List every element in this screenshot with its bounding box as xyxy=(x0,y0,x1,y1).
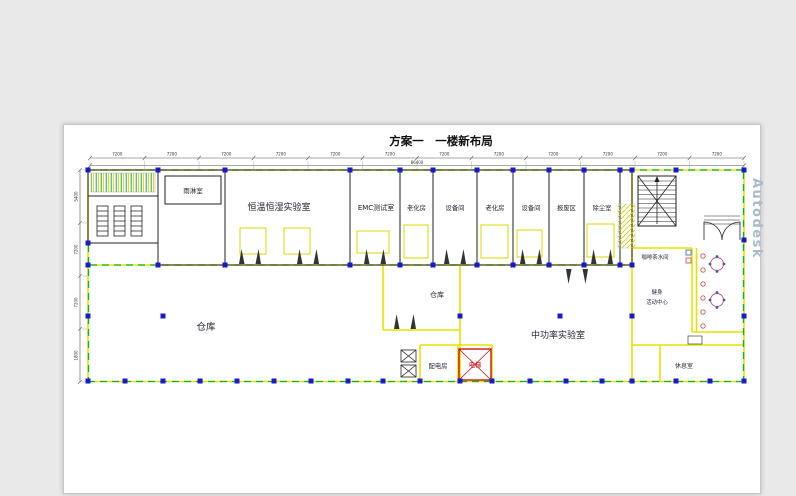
stair-symbol xyxy=(113,205,126,237)
room-label-equip-2: 设备间 xyxy=(522,203,541,212)
dim-value: 7200 xyxy=(712,151,723,156)
room-label-mid-power-lab: 中功率实验室 xyxy=(531,329,585,341)
room-label-warehouse-small: 仓库 xyxy=(430,290,444,299)
room-label-elevator: 电梯 xyxy=(469,360,482,369)
room-label-equip-1: 设备间 xyxy=(446,203,465,212)
black-walls xyxy=(87,169,741,266)
dimension-numbers: 7200 7200 7200 7200 7200 7200 7200 7200 … xyxy=(74,151,723,360)
stair-hatch-topleft xyxy=(90,172,156,193)
page-title: 方案一 一楼新布局 xyxy=(389,134,493,148)
room-label-coffee: 咖啡茶水间 xyxy=(642,253,669,261)
room-label-climate-lab: 恒温恒湿实验室 xyxy=(247,201,310,213)
autodesk-watermark: Autodesk xyxy=(749,178,764,259)
dim-value: 7200 xyxy=(385,151,396,156)
ramp-hatch-right xyxy=(617,203,636,249)
room-label-lounge: 休息室 xyxy=(675,362,693,370)
dim-value: 7200 xyxy=(330,151,341,156)
room-label-scrap: 报废区 xyxy=(557,203,576,212)
dim-value: 7200 xyxy=(167,151,178,156)
elevator-shaft xyxy=(458,348,492,381)
dim-value: 7200 xyxy=(548,151,559,156)
room-label-warehouse-main: 仓库 xyxy=(196,321,216,333)
room-label-aging-1: 老化房 xyxy=(407,203,426,212)
room-label-power-room: 配电房 xyxy=(429,361,448,370)
room-label-aging-2: 老化房 xyxy=(486,203,505,212)
room-label-rain: 雨淋室 xyxy=(183,186,203,195)
dimension-lines xyxy=(77,155,747,385)
stair-symbol xyxy=(130,205,143,237)
lab-equipment xyxy=(239,223,615,259)
door-symbols xyxy=(239,249,613,329)
dim-value: 7200 xyxy=(657,151,668,156)
room-label-fitness-line2: 活动中心 xyxy=(646,298,668,306)
dim-value: 7200 xyxy=(112,151,123,156)
dim-value: 7200 xyxy=(494,151,505,156)
dim-total: 86400 xyxy=(411,160,424,165)
stair-hatches xyxy=(90,172,636,249)
room-labels: 雨淋室 恒温恒湿实验室 EMC测试室 老化房 设备间 老化房 设备间 报废区 除… xyxy=(183,186,693,370)
room-label-fitness-line1: 健身 xyxy=(652,288,663,296)
room-label-dust: 除尘室 xyxy=(593,203,612,212)
room-label-emc: EMC测试室 xyxy=(358,203,394,212)
furniture-right-wing xyxy=(685,249,726,345)
dim-value: 7200 xyxy=(276,151,287,156)
dim-value: 7200 xyxy=(221,151,232,156)
dim-value: 7200 xyxy=(439,151,450,156)
dim-value: 7200 xyxy=(74,244,79,255)
dim-value: 1800 xyxy=(74,350,79,361)
transformer-symbols xyxy=(400,349,417,378)
dim-value: 7200 xyxy=(74,297,79,308)
dim-value: 7200 xyxy=(603,151,614,156)
dim-value: 5400 xyxy=(74,191,79,202)
structural-columns xyxy=(85,167,747,384)
stair-symbol xyxy=(96,205,109,237)
